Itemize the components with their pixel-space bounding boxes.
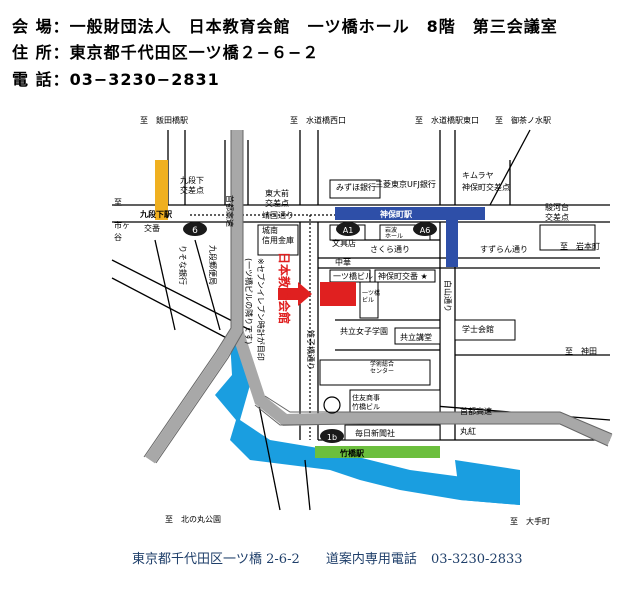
label-kyoritsu-kodo: 共立講堂 bbox=[400, 332, 432, 342]
svg-text:6: 6 bbox=[192, 226, 198, 236]
label-resona: りそな銀行 bbox=[178, 245, 188, 285]
label-marubeni: 丸紅 bbox=[460, 426, 476, 436]
label-takebashi-station: 竹橋駅 bbox=[339, 448, 365, 458]
label-koban: 交番 bbox=[144, 223, 160, 233]
footer-guide-label: 道案内専用電話 bbox=[325, 552, 417, 567]
label-kyoritsu-gakuen: 共立女子学園 bbox=[340, 326, 388, 336]
label-seven-eleven-2: (一ツ橋ビルの隣りです) bbox=[244, 258, 254, 344]
address-line: 住 所：東京都千代田区一ツ橋２−６−２ bbox=[12, 39, 319, 63]
label-kudan-post: 九段郵便局 bbox=[208, 245, 218, 285]
label-todai-mae-1: 東大前 bbox=[265, 188, 289, 198]
label-kudanshita-station: 九段下駅 bbox=[139, 209, 173, 219]
station-6-badge: 6 bbox=[183, 222, 207, 236]
label-mainichi: 毎日新聞社 bbox=[355, 428, 395, 438]
label-kimuraya: キムラヤ bbox=[462, 171, 494, 180]
label-shinkin-2: 信用金庫 bbox=[262, 235, 294, 245]
label-iwamotocho: 至 岩本町 bbox=[560, 241, 600, 251]
label-ichigaya-1: 至 bbox=[114, 198, 122, 207]
svg-text:1b: 1b bbox=[327, 433, 337, 442]
svg-text:A1: A1 bbox=[343, 226, 354, 235]
phone-value: 03−3230−2831 bbox=[69, 70, 220, 89]
label-kudanshita-crossing-1: 九段下 bbox=[180, 175, 204, 185]
venue-value: 一般財団法人 日本教育会館 一ツ橋ホール 8階 第三会議室 bbox=[69, 17, 558, 36]
label-jimbocho-koban: 神保町交番 ★ bbox=[378, 271, 428, 281]
label-iwanami-2: ホール bbox=[385, 233, 403, 240]
label-ochanomizu: 至 御茶ノ水駅 bbox=[495, 115, 551, 125]
label-jimbocho-station: 神保町駅 bbox=[380, 209, 413, 219]
label-surugadai-1: 駿河台 bbox=[545, 202, 569, 212]
label-suidobashi-east: 至 水道橋駅東口 bbox=[415, 115, 479, 125]
tozai-line-green bbox=[315, 446, 440, 458]
label-gakushikaikan: 学士会館 bbox=[462, 324, 494, 334]
footer: 東京都千代田区一ツ橋 2-6-2 道案内専用電話 03-3230-2833 bbox=[132, 548, 545, 567]
label-chuka: 中華 bbox=[335, 257, 351, 267]
label-nihon-kyoiku-kaikan: 日本教育会館 bbox=[277, 252, 292, 324]
label-ichigaya-3: 谷 bbox=[114, 233, 122, 242]
phone-label: 電 話： bbox=[12, 70, 70, 89]
label-seven-eleven-1: ※セブンイレブン時計が目印 bbox=[256, 258, 266, 361]
label-hitotsubashi-small-1: 一ツ橋 bbox=[362, 289, 380, 297]
label-kitanomaru: 至 北の丸公園 bbox=[165, 514, 221, 524]
label-hakusan: 白山通り bbox=[443, 280, 453, 312]
venue-label: 会 場： bbox=[12, 17, 70, 36]
label-mizuho: みずほ銀行 bbox=[336, 182, 376, 192]
address-label: 住 所： bbox=[12, 43, 70, 62]
label-jimbocho-crossing: 神保町交差点 bbox=[462, 182, 510, 192]
label-sakura: さくら通り bbox=[370, 244, 410, 254]
tozai-line-yellow bbox=[155, 160, 168, 220]
svg-text:A6: A6 bbox=[420, 226, 431, 235]
arrow-to-building bbox=[278, 282, 312, 306]
label-shinkin-1: 城南 bbox=[262, 225, 278, 235]
label-gakujutsu-2: センター bbox=[370, 367, 394, 375]
label-sumitomo-2: 竹橋ビル bbox=[352, 402, 380, 411]
label-kanda: 至 神田 bbox=[565, 346, 597, 356]
footer-address: 東京都千代田区一ツ橋 2-6-2 bbox=[132, 552, 300, 567]
label-yasukuni: 靖国通り bbox=[262, 210, 294, 220]
label-hitotsubashi-small-2: ビル bbox=[362, 296, 374, 304]
label-bunkyo: 文具店 bbox=[332, 238, 356, 248]
label-surugadai-2: 交差点 bbox=[545, 212, 569, 222]
label-iwanami-1: 岩波 bbox=[385, 226, 397, 234]
label-suzuran: すずらん通り bbox=[480, 244, 528, 254]
label-todai-mae-2: 交差点 bbox=[265, 198, 289, 208]
label-kiji-dori: 雉子橋通り bbox=[306, 330, 316, 370]
label-otemachi: 至 大手町 bbox=[510, 516, 550, 526]
label-hitotsubashi-bldg: 一ツ橋ビル bbox=[333, 271, 373, 281]
label-ichigaya-2: 市ヶ bbox=[114, 220, 130, 230]
footer-guide-phone: 03-3230-2833 bbox=[431, 552, 523, 567]
map-labels: 至 飯田橋駅 至 水道橋西口 至 水道橋駅東口 至 御茶ノ水駅 至 市ヶ 谷 交… bbox=[114, 115, 600, 526]
station-a6-badge: A6 bbox=[413, 222, 437, 236]
label-shuto-2: 首都高速 bbox=[460, 406, 492, 416]
station-a1-badge: A1 bbox=[336, 222, 360, 236]
label-gakujutsu-1: 学術総合 bbox=[370, 360, 394, 368]
label-iidabashi: 至 飯田橋駅 bbox=[140, 115, 188, 125]
phone-line: 電 話：03−3230−2831 bbox=[12, 66, 220, 90]
venue-line: 会 場：一般財団法人 日本教育会館 一ツ橋ホール 8階 第三会議室 bbox=[12, 13, 558, 37]
address-value: 東京都千代田区一ツ橋２−６−２ bbox=[69, 43, 320, 62]
station-1b-badge: 1b bbox=[320, 429, 344, 443]
hanzomon-line-vertical bbox=[446, 207, 458, 267]
label-kudanshita-crossing-2: 交差点 bbox=[180, 185, 204, 195]
nihon-kyoiku-kaikan-building bbox=[320, 282, 356, 306]
label-mufg: 三菱東京UFJ銀行 bbox=[375, 179, 436, 189]
label-sumitomo-1: 住友商事 bbox=[352, 393, 380, 402]
expressway bbox=[145, 130, 613, 464]
moat-water-right bbox=[455, 460, 520, 505]
buildings bbox=[257, 179, 596, 441]
label-suidobashi-west: 至 水道橋西口 bbox=[290, 115, 346, 125]
label-shuto: 首都高速 bbox=[225, 195, 235, 227]
